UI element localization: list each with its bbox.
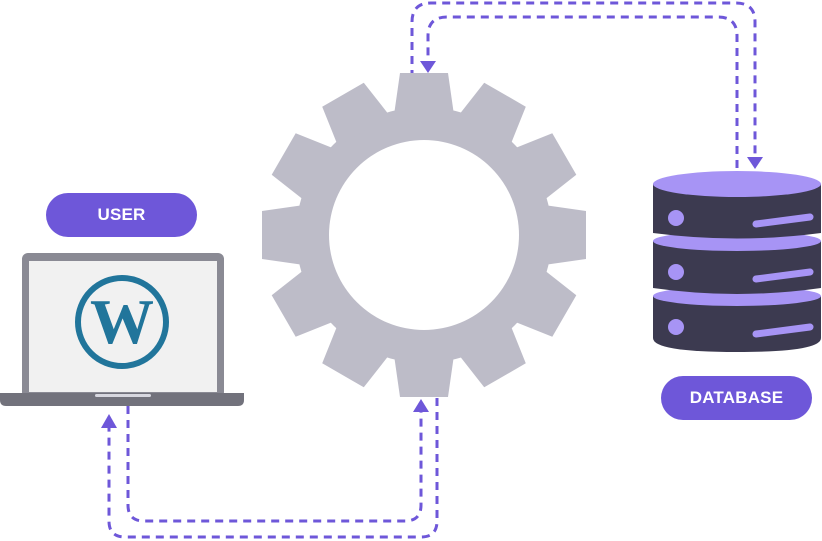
flow-lines [107, 1, 757, 539]
arrow-down-icon [747, 157, 763, 169]
arrow-up-icon [413, 399, 429, 412]
arrow-up-icon [101, 414, 117, 428]
database-icon [653, 171, 821, 352]
database-label: DATABASE [661, 376, 812, 420]
user-label: USER [46, 193, 197, 237]
arrowheads [101, 61, 763, 428]
flow-user-to-gear [126, 406, 423, 523]
arrow-down-icon [420, 61, 436, 73]
wordpress-logo-icon: W [75, 275, 169, 369]
svg-text:W: W [90, 286, 154, 357]
flow-database-to-gear [426, 15, 739, 168]
gear-icon [262, 73, 586, 397]
flow-gear-to-user [107, 398, 439, 539]
flow-gear-to-database [410, 1, 757, 160]
laptop-icon [0, 253, 244, 406]
